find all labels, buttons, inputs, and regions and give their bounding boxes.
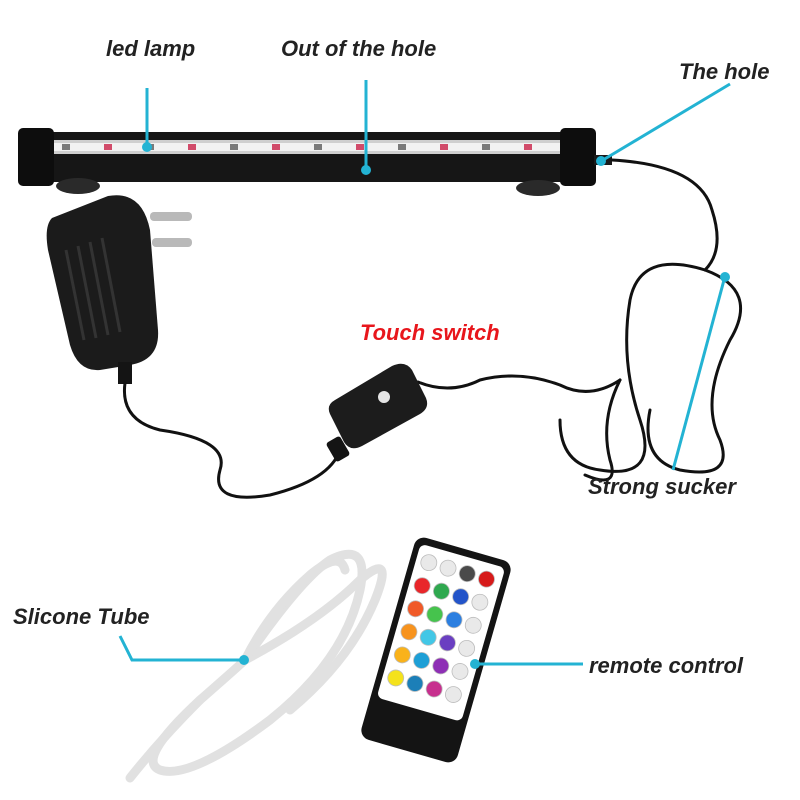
led-dot bbox=[62, 144, 70, 150]
cable-adapter-to-switch bbox=[122, 381, 342, 499]
remote-button[interactable] bbox=[477, 569, 497, 589]
leader-silicone-tube-dot bbox=[239, 655, 249, 665]
remote-button[interactable] bbox=[451, 587, 471, 607]
power-adapter bbox=[46, 195, 192, 384]
remote-button[interactable] bbox=[457, 638, 477, 658]
leader-strong-sucker-dot bbox=[720, 272, 730, 282]
led-bar-body bbox=[22, 132, 590, 182]
sucker-left bbox=[56, 178, 100, 194]
remote-button[interactable] bbox=[399, 622, 419, 642]
touch-switch-body bbox=[328, 363, 428, 449]
label-strong-sucker: Strong sucker bbox=[588, 474, 736, 499]
tube-loop-2 bbox=[240, 564, 387, 715]
cables bbox=[122, 158, 743, 499]
tube-loop-3 bbox=[240, 556, 350, 665]
tube-tail bbox=[125, 695, 205, 783]
led-dot bbox=[230, 144, 238, 150]
remote-button[interactable] bbox=[438, 633, 458, 653]
leader-the-hole-dot bbox=[596, 156, 606, 166]
led-dot bbox=[272, 144, 280, 150]
tube-loop-1 bbox=[148, 549, 367, 776]
adapter-body bbox=[46, 195, 159, 371]
sucker-right bbox=[516, 180, 560, 196]
leader-strong-sucker bbox=[671, 279, 726, 471]
label-led-lamp: led lamp bbox=[106, 36, 196, 61]
led-dot bbox=[398, 144, 406, 150]
label-silicone-tube: Slicone Tube bbox=[13, 604, 150, 629]
remote-button[interactable] bbox=[431, 656, 451, 676]
cable-loop-3 bbox=[583, 378, 622, 482]
silicone-tube bbox=[125, 549, 387, 783]
remote-button[interactable] bbox=[392, 645, 412, 665]
plug-prong-top bbox=[150, 212, 192, 221]
remote-button[interactable] bbox=[463, 615, 483, 635]
led-bar-end-cap-right bbox=[560, 128, 596, 186]
label-remote-control: remote control bbox=[589, 653, 744, 678]
remote-control bbox=[361, 537, 511, 763]
led-bar-end-cap-left bbox=[18, 128, 54, 186]
touch-switch-sensor bbox=[378, 391, 390, 403]
led-bar-strip bbox=[52, 143, 564, 151]
leader-out-of-hole-dot bbox=[361, 165, 371, 175]
remote-button[interactable] bbox=[424, 679, 444, 699]
remote-button[interactable] bbox=[470, 592, 490, 612]
led-lamp-bar bbox=[18, 128, 612, 196]
cable-loop-2 bbox=[646, 268, 743, 474]
led-dot bbox=[314, 144, 322, 150]
adapter-ribs bbox=[64, 237, 122, 341]
led-dot bbox=[188, 144, 196, 150]
leader-the-hole bbox=[602, 82, 731, 162]
remote-face bbox=[378, 545, 504, 721]
remote-button-grid bbox=[386, 553, 497, 705]
remote-button[interactable] bbox=[450, 662, 470, 682]
led-dot bbox=[356, 144, 364, 150]
leader-led-lamp-dot bbox=[142, 142, 152, 152]
remote-button[interactable] bbox=[432, 581, 452, 601]
remote-control-device bbox=[361, 537, 511, 763]
label-out-of-the-hole: Out of the hole bbox=[281, 36, 437, 61]
remote-button[interactable] bbox=[418, 627, 438, 647]
led-dot bbox=[440, 144, 448, 150]
remote-button[interactable] bbox=[425, 604, 445, 624]
remote-button[interactable] bbox=[412, 576, 432, 596]
led-dot bbox=[104, 144, 112, 150]
cable-loop-1 bbox=[558, 262, 707, 473]
leader-lines bbox=[118, 80, 731, 669]
led-dot bbox=[524, 144, 532, 150]
leader-remote-control-dot bbox=[470, 659, 480, 669]
led-dots bbox=[62, 144, 532, 150]
remote-button[interactable] bbox=[412, 651, 432, 671]
cable-switch-to-loop bbox=[416, 374, 622, 393]
led-dot bbox=[482, 144, 490, 150]
remote-button[interactable] bbox=[386, 668, 406, 688]
remote-button[interactable] bbox=[405, 674, 425, 694]
leader-silicone-tube bbox=[118, 635, 242, 662]
adapter-cable-stub bbox=[118, 362, 132, 384]
plug-prong-bottom bbox=[152, 238, 192, 247]
label-touch-switch: Touch switch bbox=[360, 320, 500, 345]
cable-bar-to-loop bbox=[610, 158, 719, 272]
remote-button[interactable] bbox=[406, 599, 426, 619]
remote-button[interactable] bbox=[444, 610, 464, 630]
remote-button[interactable] bbox=[419, 553, 439, 573]
touch-switch-device bbox=[326, 363, 428, 462]
remote-button[interactable] bbox=[444, 685, 464, 705]
touch-switch-cable-end bbox=[326, 436, 350, 462]
remote-button[interactable] bbox=[438, 558, 458, 578]
remote-button[interactable] bbox=[457, 564, 477, 584]
label-the-hole: The hole bbox=[679, 59, 770, 84]
